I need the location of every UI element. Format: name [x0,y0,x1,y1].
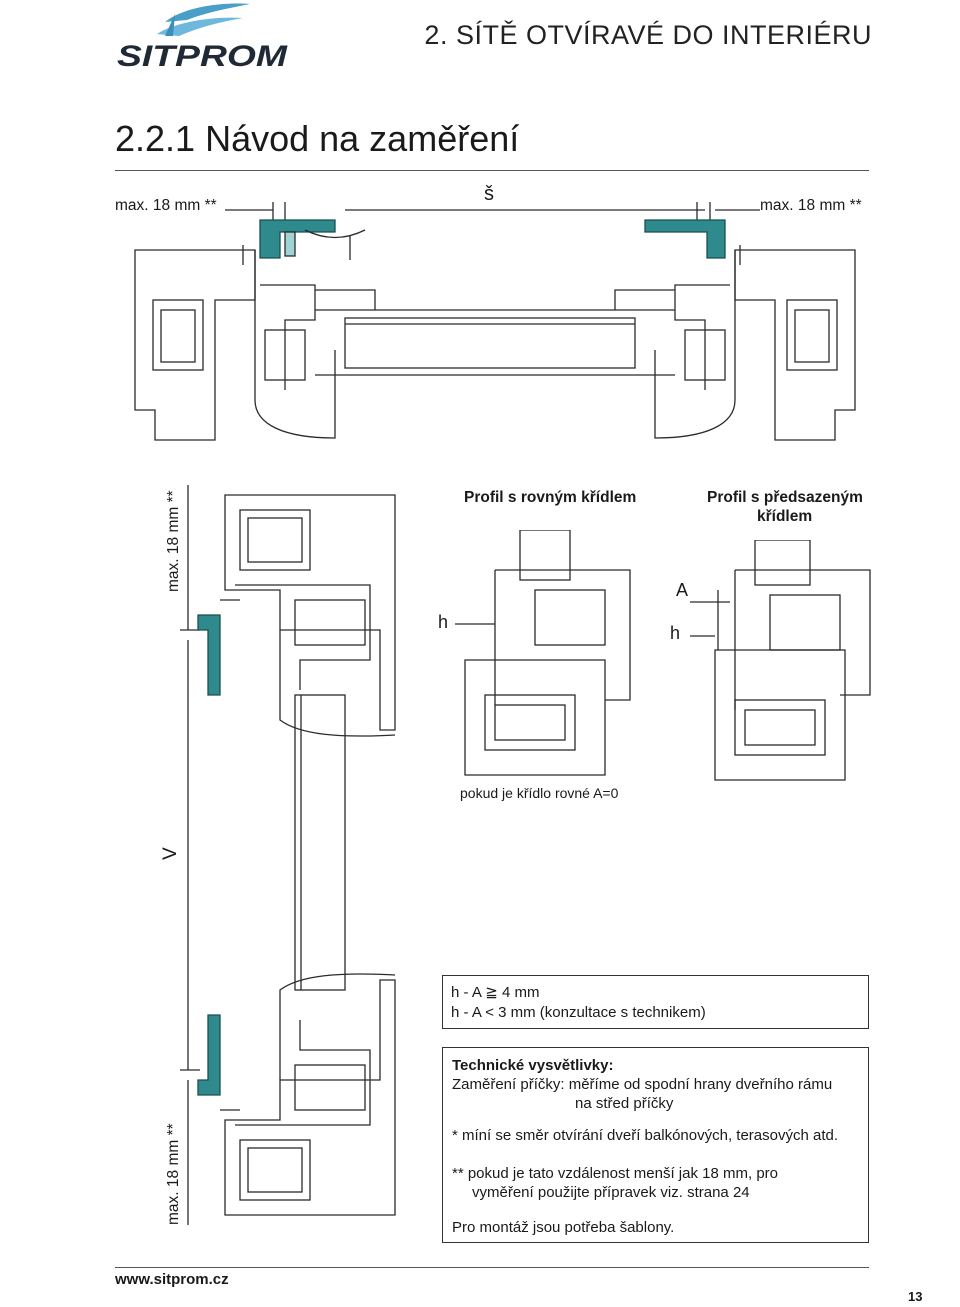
offset-h-label: h [670,623,681,643]
height-dimension: V [160,847,181,860]
straight-profile-title: Profil s rovným křídlem [464,489,637,506]
condition-symbol: ≧ [485,984,498,1001]
offset-profile-drawing [690,539,880,785]
notes-line6: Pro montáž jsou potřeba šablony. [452,1219,675,1236]
condition-value: 4 mm [501,984,540,1001]
top-left-dimension: max. 18 mm ** [115,197,217,214]
side-section-drawing [180,480,410,1230]
notes-line3: * míní se směr otvírání dveří balkónovýc… [452,1127,839,1144]
chapter-title: 2. SÍTĚ OTVÍRAVÉ DO INTERIÉRU [424,20,872,50]
footer-url[interactable]: www.sitprom.cz [115,1271,229,1288]
offset-profile-title-line2: křídlem [757,508,813,525]
page-number: 13 [908,1289,923,1304]
straight-profile-caption: pokud je křídlo rovné A=0 [460,785,619,801]
offset-profile-title-line1: Profil s předsazeným [707,489,863,506]
technical-notes-box: Technické vysvětlivky: Zaměření příčky: … [442,1047,869,1243]
title-divider [115,170,869,171]
notes-line5: vyměření použijte přípravek viz. strana … [472,1184,750,1201]
notes-line4: ** pokud je tato vzdálenost menší jak 18… [452,1165,779,1182]
width-dimension: š [484,183,494,205]
notes-line1: Zaměření příčky: měříme od spodní hrany … [452,1076,833,1093]
top-section-drawing [115,190,875,450]
straight-h-label: h [438,612,449,632]
sitprom-logo: SITPROM [115,0,295,73]
condition-box: h - A ≧ 4 mm h - A < 3 mm (konzultace s … [442,975,869,1029]
condition-line2: h - A < 3 mm (konzultace s technikem) [451,1004,706,1021]
section-title: 2.2.1 Návod na zaměření [115,118,520,159]
top-right-dimension: max. 18 mm ** [760,197,862,214]
notes-heading: Technické vysvětlivky: [452,1057,614,1074]
footer-divider [115,1267,869,1268]
straight-profile-drawing [455,529,650,780]
notes-line2: na střed příčky [575,1095,674,1112]
condition-expression: h - A [451,984,482,1001]
offset-a-label: A [676,580,689,600]
logo-wordmark: SITPROM [117,40,288,72]
